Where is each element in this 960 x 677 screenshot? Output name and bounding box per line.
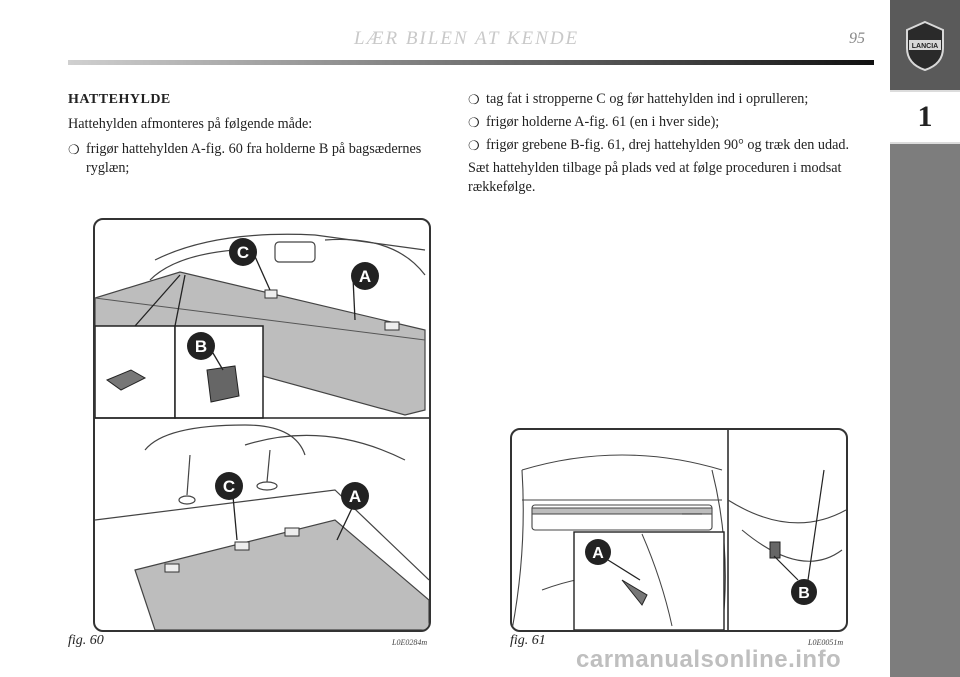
svg-text:A: A bbox=[349, 487, 361, 506]
svg-text:A: A bbox=[359, 267, 371, 286]
svg-text:C: C bbox=[237, 243, 249, 262]
chapter-number[interactable]: 1 bbox=[890, 90, 960, 144]
callout-c-bottom: C bbox=[215, 472, 243, 500]
intro-paragraph: Hattehylden afmonteres på følgende måde: bbox=[68, 116, 313, 132]
callout-b: B bbox=[791, 579, 817, 605]
figure-60-illustration: C A B C A bbox=[95, 233, 429, 630]
svg-text:C: C bbox=[223, 477, 235, 496]
figure-61-illustration: A B bbox=[512, 430, 846, 630]
bullet-circle-icon: ❍ bbox=[468, 138, 480, 153]
page-number: 95 bbox=[849, 30, 865, 47]
callout-a-top: A bbox=[351, 262, 379, 290]
chapter-sidebar: LANCIA 1 bbox=[890, 0, 960, 677]
figure-60-caption: fig. 60 bbox=[68, 633, 104, 648]
sidebar-logo-area: LANCIA bbox=[890, 0, 960, 90]
svg-text:B: B bbox=[798, 585, 810, 602]
right-column: ❍ tag fat i stropperne C og før hattehyl… bbox=[468, 90, 868, 203]
page-header-title: LÆR BILEN AT KENDE bbox=[354, 28, 580, 49]
figure-60-code: L0E0284m bbox=[392, 638, 428, 647]
closing-paragraph: Sæt hattehylden tilbage på plads ved at … bbox=[468, 160, 842, 195]
callout-a-bottom: A bbox=[341, 482, 369, 510]
header-rule bbox=[68, 60, 874, 65]
callout-c-top: C bbox=[229, 238, 257, 266]
list-item: ❍ frigør hattehylden A-fig. 60 fra holde… bbox=[68, 140, 453, 178]
left-column: HATTEHYLDE Hattehylden afmonteres på føl… bbox=[68, 90, 453, 182]
svg-text:A: A bbox=[592, 545, 604, 562]
svg-text:B: B bbox=[195, 337, 207, 356]
list-item: ❍ tag fat i stropperne C og før hattehyl… bbox=[468, 90, 868, 109]
callout-b: B bbox=[187, 332, 215, 360]
bullet-circle-icon: ❍ bbox=[468, 92, 480, 107]
section-title: HATTEHYLDE bbox=[68, 92, 171, 107]
figure-61-caption: fig. 61 bbox=[510, 633, 546, 648]
callout-a: A bbox=[585, 539, 611, 565]
list-item-text: frigør holderne A-fig. 61 (en i hver sid… bbox=[486, 114, 720, 130]
list-item-text: frigør grebene B-fig. 61, drej hattehyld… bbox=[486, 137, 850, 153]
list-item-text: tag fat i stropperne C og før hattehylde… bbox=[486, 91, 809, 107]
figure-61-code: L0E0051m bbox=[808, 638, 844, 647]
logo-text: LANCIA bbox=[912, 43, 938, 50]
watermark-text: carmanualsonline.info bbox=[576, 646, 842, 673]
figure-61: A B bbox=[510, 428, 848, 632]
list-item: ❍ frigør holderne A-fig. 61 (en i hver s… bbox=[468, 113, 868, 132]
bullet-circle-icon: ❍ bbox=[468, 115, 480, 130]
lancia-logo-icon: LANCIA bbox=[906, 20, 944, 72]
bullet-circle-icon: ❍ bbox=[68, 142, 80, 157]
figure-60: C A B C A bbox=[93, 218, 431, 632]
list-item-text: frigør hattehylden A-fig. 60 fra holdern… bbox=[86, 141, 422, 176]
list-item: ❍ frigør grebene B-fig. 61, drej hattehy… bbox=[468, 136, 868, 155]
